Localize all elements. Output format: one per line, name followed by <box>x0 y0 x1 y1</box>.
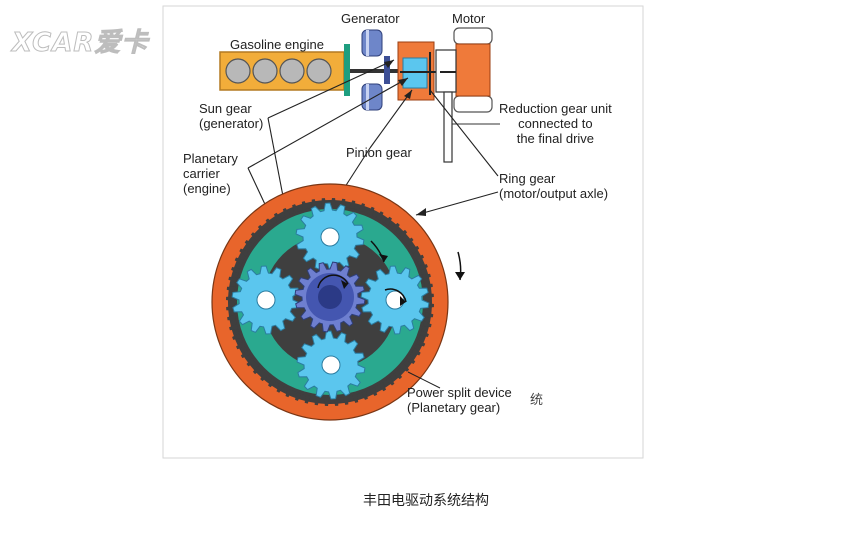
engine-flange <box>344 44 350 96</box>
ring-gear-label: Ring gear (motor/output axle) <box>499 171 609 201</box>
power-split-label: Power split device (Planetary gear) <box>407 385 512 415</box>
sun-gear <box>294 261 366 333</box>
sun-gear-label: Sun gear (generator) <box>199 101 264 131</box>
pinion-gears <box>231 202 430 400</box>
figure-caption: 丰田电驱动系统结构 <box>363 493 489 509</box>
engine-block <box>219 51 345 91</box>
gasoline-engine-label: Gasoline engine <box>230 37 324 52</box>
reduction-gear-shaft <box>443 91 500 163</box>
leader-arrowheads <box>384 60 426 216</box>
rotation-arrowheads <box>341 254 465 306</box>
sun-gear-hub <box>318 285 342 309</box>
generator-label: Generator <box>341 11 400 26</box>
reduction-gear-label: Reduction gear unit connected to the fin… <box>499 101 612 146</box>
power-split-leader <box>407 371 441 389</box>
motor-unit <box>435 27 493 113</box>
pinion-hub-1 <box>320 227 340 247</box>
xcar-watermark: XCAR爱卡 <box>11 28 149 59</box>
motor-label: Motor <box>452 11 486 26</box>
pinion-hub-3 <box>321 355 341 375</box>
planetary-housing <box>397 41 440 101</box>
planetary-carrier-label: Planetary carrier (engine) <box>183 151 238 196</box>
stray-glyph: 统 <box>530 393 544 408</box>
generator-unit <box>361 29 390 111</box>
pinion-gear-label: Pinion gear <box>346 145 412 160</box>
pinion-hub-4 <box>256 290 276 310</box>
